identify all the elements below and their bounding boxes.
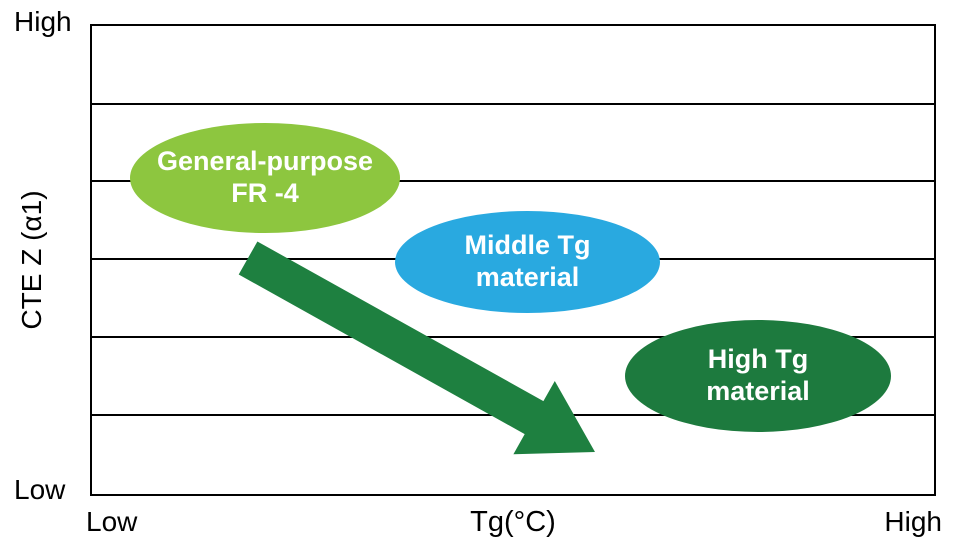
y-axis-tick-low: Low — [14, 474, 66, 505]
gridline — [92, 102, 934, 105]
y-axis-label: CTE Z (α1) — [16, 190, 47, 330]
x-axis-tick-high: High — [884, 506, 942, 537]
region-label-middle-tg-material: Middle Tg material — [464, 230, 591, 292]
region-label-general-purpose-fr4: General-purpose FR -4 — [156, 146, 374, 208]
gridline — [92, 180, 934, 183]
x-axis-label: Tg(°C) — [470, 506, 556, 538]
region-high-tg-material: High Tg material — [625, 320, 891, 432]
region-middle-tg-material: Middle Tg material — [395, 211, 660, 313]
x-axis-tick-low: Low — [86, 506, 138, 537]
region-general-purpose-fr4: General-purpose FR -4 — [130, 123, 400, 233]
region-label-high-tg-material: High Tg material — [706, 344, 810, 406]
y-axis-tick-high: High — [14, 6, 72, 37]
